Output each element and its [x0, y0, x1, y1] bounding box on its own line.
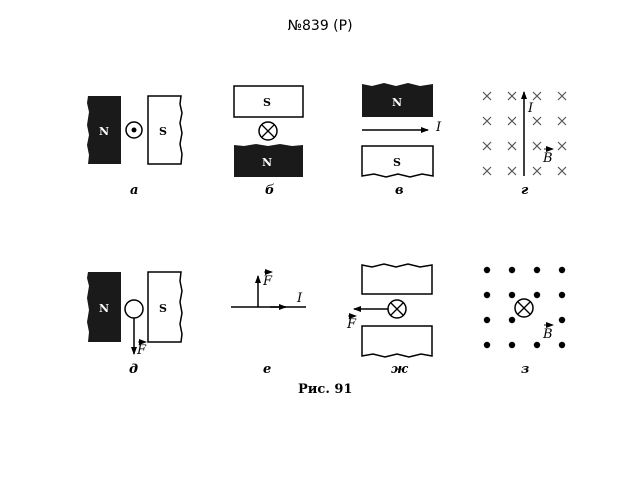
panel-label-d: д	[129, 362, 138, 377]
magnet-top	[361, 263, 433, 295]
magnet-n-pole	[87, 272, 121, 342]
pole-label-n: N	[99, 302, 109, 315]
current-label: I	[435, 120, 442, 135]
force-label: F	[136, 343, 147, 358]
field-out-of-page-dots	[483, 266, 566, 349]
pole-label-s: S	[159, 302, 167, 315]
slide-title: №839 (Р)	[287, 18, 353, 34]
magnet-n-pole	[362, 83, 433, 117]
panel-label-g: г	[521, 183, 529, 198]
pole-label-s: S	[159, 125, 167, 138]
field-label: B	[542, 327, 553, 342]
magnet-n-pole	[234, 144, 303, 177]
panel-e: F I е	[231, 269, 306, 377]
figure-caption: Рис. 91	[298, 382, 352, 397]
panel-z: B з	[483, 266, 566, 377]
panel-label-b: б	[265, 183, 275, 198]
panel-b: S N б	[233, 85, 304, 198]
current-label: I	[527, 101, 534, 116]
magnet-n-pole	[87, 96, 121, 164]
conductor-symbol	[124, 299, 144, 319]
current-label: I	[296, 291, 303, 306]
pole-label-n: N	[99, 125, 109, 138]
panel-label-e: е	[263, 362, 271, 377]
pole-label-n: N	[262, 156, 272, 169]
magnet-bottom	[361, 325, 433, 358]
magnet-s-pole	[147, 95, 183, 165]
panel-label-zh: ж	[391, 362, 409, 377]
panel-zh: F ж	[346, 263, 433, 377]
pole-label-s: S	[393, 156, 401, 169]
panel-d: N S F д	[87, 271, 183, 377]
magnet-s-pole	[361, 145, 434, 178]
force-label: F	[346, 317, 357, 332]
panel-label-a: а	[130, 183, 138, 198]
pole-label-n: N	[392, 96, 402, 109]
field-label: B	[542, 151, 553, 166]
panel-v: N I S в	[361, 83, 442, 198]
panel-g	[482, 91, 567, 176]
panel-a: N S а	[87, 95, 183, 198]
pole-label-s: S	[263, 96, 271, 109]
magnet-s-pole	[233, 85, 304, 118]
force-label: F	[262, 274, 273, 289]
field-into-page-crosses	[482, 91, 567, 176]
panel-label-z: з	[521, 362, 529, 377]
panel-label-v: в	[395, 183, 404, 198]
panel-g-labels: I B г	[521, 91, 554, 198]
magnet-s-pole	[147, 271, 183, 343]
